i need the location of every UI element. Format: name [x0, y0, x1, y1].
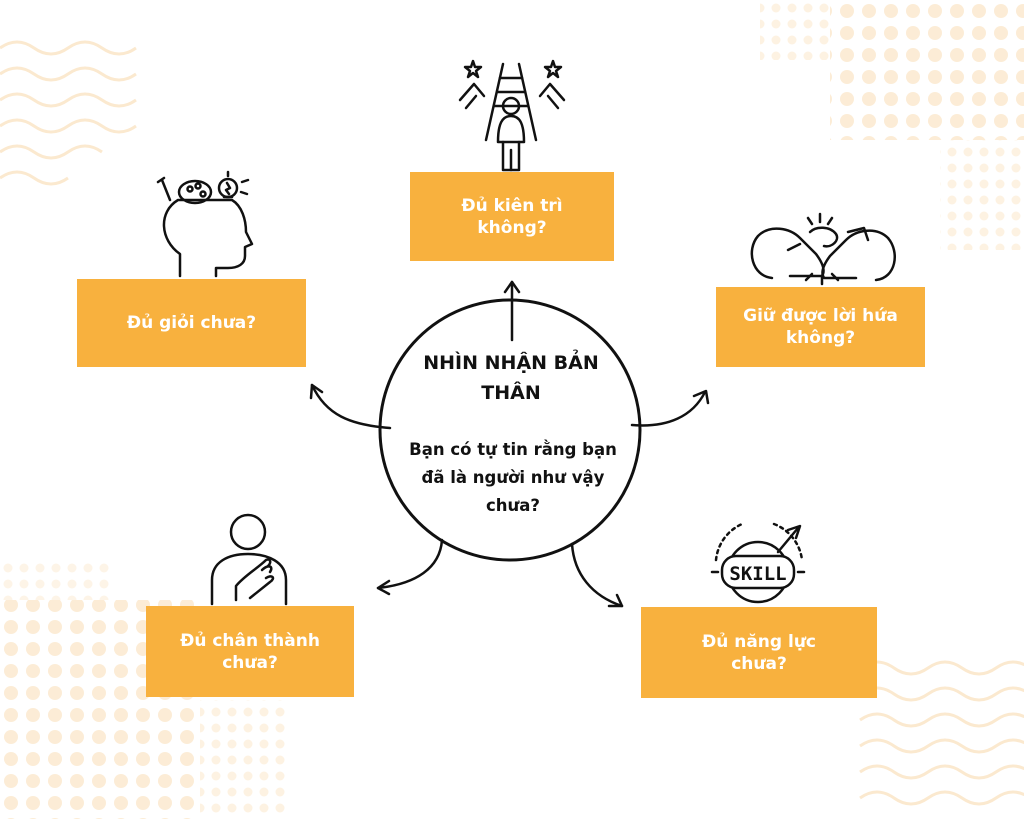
box-sincerity: Đủ chân thành chưa? [146, 606, 354, 697]
skill-gauge-icon [710, 522, 806, 604]
box-capability: Đủ năng lực chưa? [641, 607, 877, 698]
skill-label: SKILL [729, 563, 786, 585]
arrow-left [309, 383, 392, 430]
arrow-top [503, 280, 521, 342]
ladder-person-icon [458, 59, 566, 172]
center-question: Bạn có tự tin rằng bạn đã là người như v… [409, 440, 617, 515]
arrow-bottom-left [376, 538, 444, 596]
box-perseverance: Đủ kiên trì không? [410, 172, 614, 261]
box-perseverance-label: Đủ kiên trì không? [461, 195, 563, 238]
hand-on-heart-icon [210, 513, 288, 606]
center-circle [378, 298, 642, 562]
arrow-bottom-right [570, 542, 624, 608]
box-sincerity-label: Đủ chân thành chưa? [180, 630, 320, 673]
center-title: NHÌN NHẬN BẢN THÂN [423, 352, 599, 404]
box-competence-label: Đủ giỏi chưa? [126, 313, 257, 333]
arrow-right [630, 389, 710, 427]
box-promise-label: Giữ được lời hứa không? [743, 306, 898, 348]
box-competence: Đủ giỏi chưa? [77, 279, 306, 367]
pinky-promise-icon [750, 212, 896, 286]
creative-head-icon [156, 170, 254, 278]
box-promise: Giữ được lời hứa không? [716, 287, 925, 367]
box-capability-label: Đủ năng lực chưa? [701, 631, 817, 674]
